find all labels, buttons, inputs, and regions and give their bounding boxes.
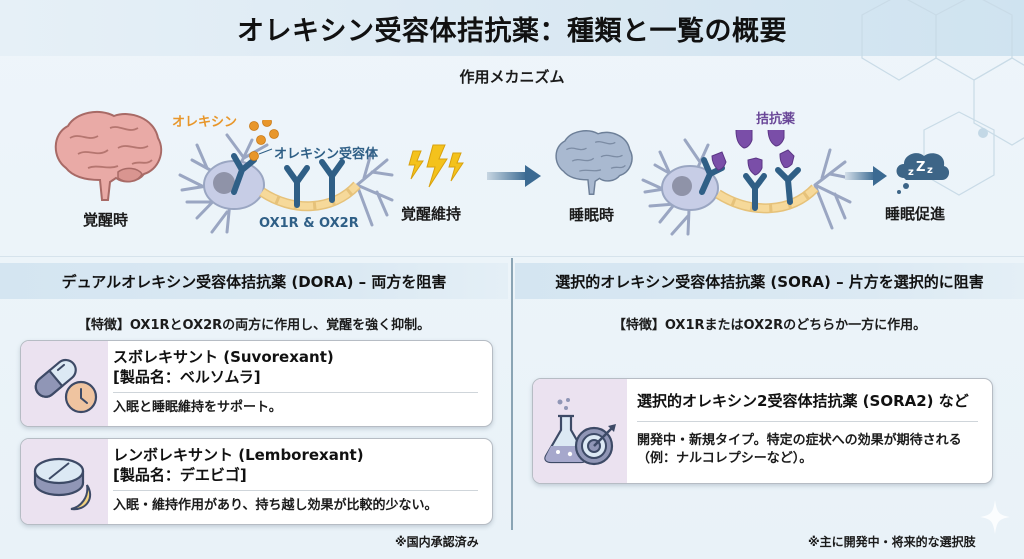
sleep-label: 睡眠時 bbox=[569, 206, 615, 224]
drug-description: 入眠と睡眠維持をサポート。 bbox=[113, 400, 282, 415]
wakefulness-maintained-label: 覚醒維持 bbox=[401, 205, 462, 223]
page-title: オレキシン受容体拮抗薬：種類と一覧の概要 bbox=[237, 15, 787, 47]
drug-card-lemborexant[interactable]: レンボレキサント (Lemborexant) [製品名：デエビゴ] 入眠・維持作… bbox=[20, 438, 493, 525]
sparkle-decoration-icon bbox=[980, 500, 1010, 534]
dora-heading-text: デュアルオレキシン受容体拮抗薬 (DORA) – 両方を阻害 bbox=[61, 272, 447, 291]
sora-note: ※主に開発中・将来的な選択肢 bbox=[808, 535, 976, 549]
tablet-moon-icon bbox=[33, 457, 91, 510]
sleep-cloud-zzz-icon: z Z z bbox=[896, 153, 950, 194]
drug-description: 入眠・維持作用があり、持ち越し効果が比較的少ない。 bbox=[113, 498, 438, 513]
mechanism-title: 作用メカニズム bbox=[459, 68, 565, 86]
dora-note: ※国内承認済み bbox=[395, 535, 479, 549]
sleep-promotion-label: 睡眠促進 bbox=[885, 205, 946, 223]
card-separator bbox=[637, 421, 978, 422]
awake-brain-icon bbox=[54, 110, 163, 201]
svg-text:z: z bbox=[908, 167, 914, 178]
section-divider-vertical bbox=[511, 258, 513, 530]
receptor-types-label: OX1R & OX2R bbox=[259, 216, 359, 231]
drug-icon-box bbox=[533, 379, 627, 483]
drug-name: スボレキサント (Suvorexant) bbox=[113, 348, 334, 366]
arrow-right-icon-2 bbox=[845, 166, 887, 186]
drug-name: 選択的オレキシン2受容体拮抗薬 (SORA2) など bbox=[637, 392, 969, 410]
dora-heading: デュアルオレキシン受容体拮抗薬 (DORA) – 両方を阻害 bbox=[0, 263, 508, 299]
section-divider-horizontal bbox=[0, 256, 1024, 257]
drug-product-name: [製品名：デエビゴ] bbox=[113, 466, 247, 484]
svg-text:Z: Z bbox=[916, 160, 925, 175]
arrow-right-icon bbox=[487, 165, 541, 187]
drug-icon-box bbox=[21, 439, 108, 524]
sleep-brain-icon bbox=[555, 130, 633, 195]
svg-text:z: z bbox=[927, 165, 933, 176]
awake-neuron-icon bbox=[178, 120, 394, 234]
drug-card-sora2[interactable]: 選択的オレキシン2受容体拮抗薬 (SORA2) など 開発中・新規タイプ。特定の… bbox=[532, 378, 993, 484]
dora-feature: 【特徴】OX1RとOX2Rの両方に作用し、覚醒を強く抑制。 bbox=[77, 318, 431, 333]
orexin-receptor-label: オレキシン受容体 bbox=[274, 147, 379, 162]
lightning-icon bbox=[408, 144, 464, 188]
sora-heading-text: 選択的オレキシン受容体拮抗薬 (SORA) – 片方を選択的に阻害 bbox=[555, 272, 984, 291]
drug-card-suvorexant[interactable]: スボレキサント (Suvorexant) [製品名：ベルソムラ] 入眠と睡眠維持… bbox=[20, 340, 493, 427]
sora-heading: 選択的オレキシン受容体拮抗薬 (SORA) – 片方を選択的に阻害 bbox=[515, 263, 1024, 299]
antagonist-label: 拮抗薬 bbox=[756, 112, 796, 127]
card-separator bbox=[113, 490, 478, 491]
drug-product-name: [製品名：ベルソムラ] bbox=[113, 368, 261, 386]
flask-target-icon bbox=[544, 398, 616, 466]
sleep-neuron-icon bbox=[641, 130, 852, 236]
orexin-label: オレキシン bbox=[172, 115, 238, 130]
header-banner: オレキシン受容体拮抗薬：種類と一覧の概要 bbox=[0, 0, 1024, 56]
drug-icon-box bbox=[21, 341, 108, 426]
card-separator bbox=[113, 392, 478, 393]
sora-feature: 【特徴】OX1RまたはOX2Rのどちらか一方に作用。 bbox=[612, 318, 927, 333]
capsule-clock-icon bbox=[34, 358, 97, 413]
drug-description: 開発中・新規タイプ。特定の症状への効果が期待される（例：ナルコレプシーなど）。 bbox=[637, 433, 962, 466]
awake-label: 覚醒時 bbox=[83, 211, 129, 229]
drug-name: レンボレキサント (Lemborexant) bbox=[113, 446, 364, 464]
